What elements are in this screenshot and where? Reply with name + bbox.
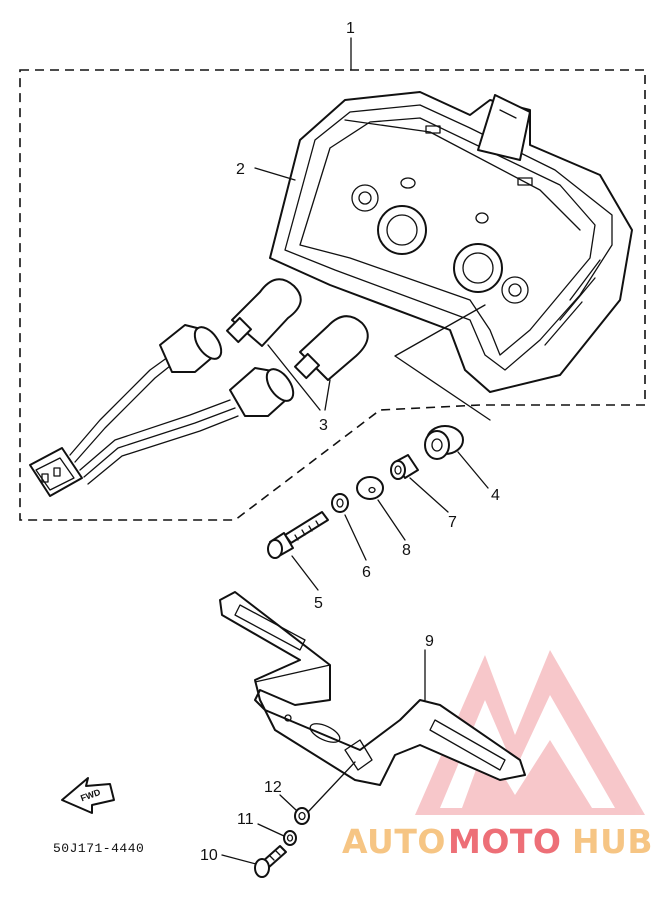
grommet — [424, 425, 464, 460]
bulb-lower — [293, 315, 369, 381]
leader-2 — [254, 167, 296, 181]
assembly-boundary — [19, 69, 646, 521]
collar — [390, 454, 419, 480]
leader-5 — [291, 555, 319, 591]
fwd-arrow-icon: FWD — [61, 777, 115, 814]
watermark-part2: MOTO — [448, 822, 561, 861]
watermark-part3: HUB — [572, 822, 653, 861]
lock-washer — [283, 830, 297, 846]
spring-washer — [331, 493, 349, 513]
callout-12: 12 — [264, 779, 282, 796]
callout-6: 6 — [362, 564, 371, 581]
mounting-bracket — [219, 591, 526, 786]
callout-2: 2 — [236, 161, 245, 178]
leader-10 — [221, 854, 257, 865]
callout-5: 5 — [314, 595, 323, 612]
assembly-leader — [394, 304, 491, 421]
diagram-code: 50J171-4440 — [53, 841, 144, 856]
callout-3: 3 — [319, 417, 328, 434]
watermark-part1: AUTO — [342, 822, 446, 861]
callout-9: 9 — [425, 633, 434, 650]
watermark-logo — [415, 650, 645, 815]
leader-4 — [457, 451, 489, 489]
leader-3b — [324, 379, 331, 411]
callout-11: 11 — [237, 811, 254, 828]
watermark-text: AUTO MOTO HUB — [342, 822, 653, 861]
bolt — [267, 511, 329, 559]
callout-10: 10 — [200, 847, 218, 864]
wiring-harness — [29, 324, 295, 497]
leader-8 — [377, 499, 406, 541]
leader-12b — [307, 761, 356, 813]
leader-11 — [257, 823, 285, 837]
callout-8: 8 — [402, 542, 411, 559]
leader-7 — [409, 477, 449, 513]
washer — [356, 476, 384, 500]
small-bolt — [254, 845, 287, 878]
callout-7: 7 — [448, 514, 457, 531]
callout-4: 4 — [491, 487, 500, 504]
leader-6 — [344, 514, 367, 561]
leader-12 — [279, 794, 297, 811]
tail-light-housing — [269, 91, 633, 393]
callout-1: 1 — [346, 20, 355, 37]
bulb-upper — [225, 278, 302, 347]
leader-3a — [267, 344, 321, 411]
flange-nut — [294, 807, 310, 825]
